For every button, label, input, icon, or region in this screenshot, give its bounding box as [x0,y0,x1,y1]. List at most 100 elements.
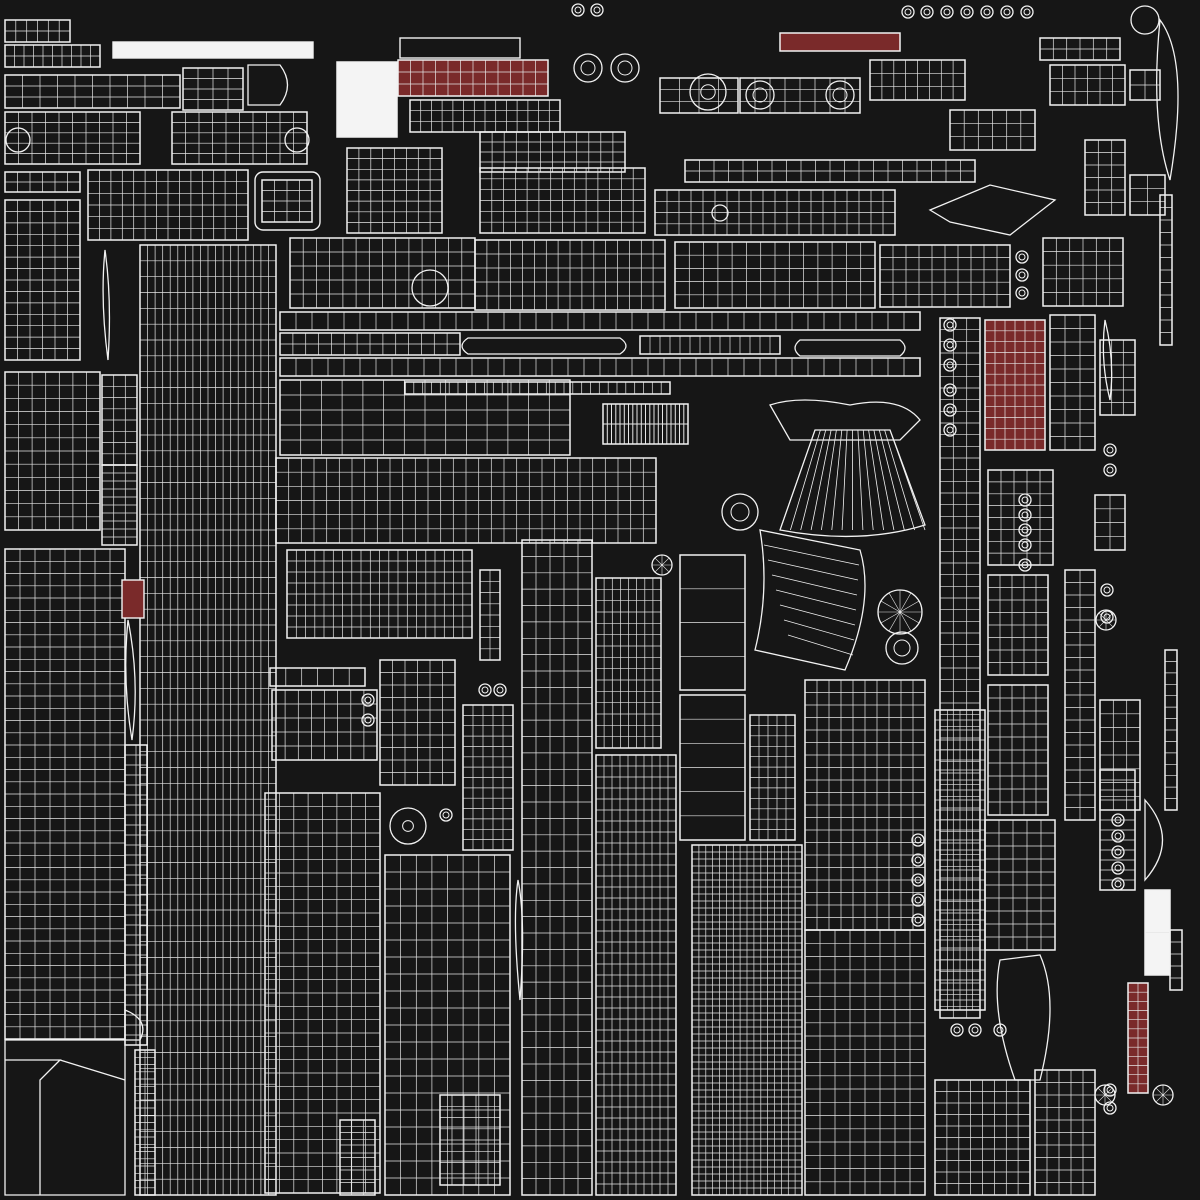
uv-island-border [679,554,746,691]
uv-tall-centre-2 [384,854,511,1196]
uv-grid-lines [935,1080,1030,1195]
uv-island-border [595,577,662,749]
uv-island-border [639,335,781,355]
uv-round-inner [914,876,922,884]
uv-island-border [124,744,148,1046]
uv-island-fill [337,62,397,137]
uv-bolt-circle [1015,268,1029,282]
uv-island-border [679,694,746,841]
uv-grid-lines [1040,38,1120,60]
uv-grid-lines [5,372,100,530]
uv-bolt-circle [361,693,375,707]
uv-box-right-2 [1049,64,1126,106]
uv-hub [689,73,727,111]
uv-grid-lines [290,238,475,308]
uv-bolt-circle [943,403,957,417]
uv-bolt [711,204,729,222]
uv-grid-lines [276,458,656,543]
uv-island-border [4,19,71,43]
uv-round-inner [752,87,768,103]
uv-dense-grid [602,403,689,445]
uv-header-box [399,37,521,59]
uv-grid-lines [463,705,513,850]
uv-round-inner [1021,561,1029,569]
uv-capsule-grid-2 [171,111,308,165]
uv-bolt-circle [920,5,934,19]
uv-round-inner [1114,864,1122,872]
uv-grid-lines [675,242,875,308]
uv-bolt-circle [493,683,507,697]
uv-bolt-circle [1103,1083,1117,1097]
uv-island-border [339,1119,376,1196]
uv-panel-tall-2 [679,694,746,841]
uv-box-right-6 [1129,174,1166,216]
uv-island-border [4,74,181,109]
uv-round-inner [832,87,848,103]
uv-narrow-grid [749,714,796,841]
uv-grid-lines [649,336,771,354]
uv-grid-lines [140,245,276,1195]
uv-grid-lines [295,312,905,330]
uv-bolt-circle [960,5,974,19]
uv-grid-lines [1050,65,1125,105]
uv-island-border [279,379,571,456]
uv-grid-lines [102,465,137,545]
uv-grid-lines [380,660,455,785]
uv-box-cluster-2 [739,77,861,114]
uv-round-inner [496,686,504,694]
uv-island-fill [780,33,900,51]
uv-island-border [397,59,549,97]
uv-tall-strip-large [139,244,277,1196]
uv-round-inner [1114,848,1122,856]
uv-grid-lines [183,68,243,110]
uv-grid-lines [655,190,895,235]
uv-grid-lines [410,100,560,132]
uv-capsule-grid [4,111,141,165]
uv-round-spokes [1153,1085,1173,1105]
uv-trapezoid-grid [87,169,249,241]
uv-grid-lines [265,793,380,1193]
uv-round-inner [1106,1104,1114,1112]
uv-island-border [1049,64,1126,106]
uv-island-border [654,189,896,236]
uv-grid-lines [5,75,180,108]
uv-grid-lines [740,78,860,113]
uv-bolt-circle [1100,583,1114,597]
uv-round-inner [1106,466,1114,474]
uv-round-cap [389,807,427,845]
uv-bolt-circle [911,833,925,847]
uv-bolt-circle [1018,508,1032,522]
uv-grid-lines [1130,175,1165,215]
uv-island-border [286,549,473,639]
uv-left-block-small [101,374,138,466]
uv-crescent [1144,798,1164,882]
uv-grid-lines [522,540,592,1195]
uv-grid-lines [440,1095,500,1185]
uv-grid-lines [1170,941,1182,979]
uv-red-panel-grid [397,59,549,97]
uv-round-edge [124,1009,144,1041]
uv-wide-block [479,167,646,234]
uv-right-column [1049,314,1096,451]
uv-strip [269,667,366,687]
uv-grid-lines [680,718,745,817]
uv-right-block-4 [984,819,1056,951]
uv-wheel-2 [610,53,640,83]
uv-round-inner [946,386,954,394]
uv-round-spokes [1096,610,1116,630]
uv-island-border [739,77,861,114]
uv-big-block-2 [275,457,657,544]
uv-island-border [779,32,901,52]
uv-island-border [521,539,593,1196]
uv-grid-lines [1095,495,1125,550]
uv-rounded-box-grid [261,179,313,223]
uv-island-border [1039,37,1121,61]
uv-grid-lines [935,710,985,1010]
uv-top-row-strip [4,74,181,109]
uv-round-inner [442,811,450,819]
uv-grid-lines [287,550,472,638]
uv-island-border [271,689,378,761]
uv-round-inner [730,502,750,522]
uv-island-border [1164,649,1178,811]
uv-bolt-circle [1100,610,1114,624]
